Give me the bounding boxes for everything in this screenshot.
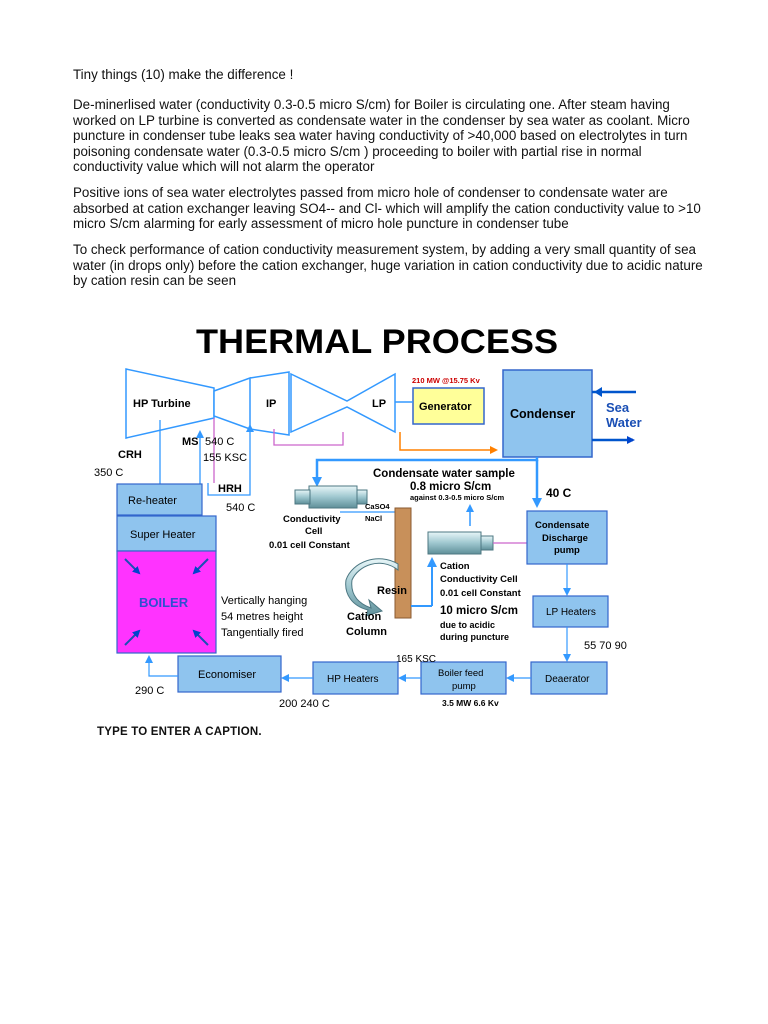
figure-caption[interactable]: TYPE TO ENTER A CAPTION. [97, 726, 262, 738]
ip-turbine-shape [213, 371, 290, 436]
cation-cell-label: Cation [440, 561, 470, 572]
sample-line-1: Condensate water sample [373, 468, 515, 480]
cation-cell-constant: 0.01 cell Constant [440, 588, 522, 599]
boiler-feed-pump-box [420, 661, 507, 695]
superheater-box [116, 515, 217, 552]
cation-conductivity-cell [427, 531, 482, 555]
bfp-rating: 3.5 MW 6.6 Kv [442, 698, 499, 708]
generator-rating: 210 MW @15.75 Kv [412, 376, 481, 385]
crh-label: CRH [118, 449, 142, 461]
cation-reading: 10 micro S/cm [440, 605, 518, 617]
economiser-label: Economiser [198, 669, 256, 681]
reheater-label: Re-heater [128, 495, 177, 507]
condenser-box [502, 369, 593, 458]
conductivity-cell-label-2: Cell [305, 526, 322, 537]
hp-turbine-label: HP Turbine [133, 398, 191, 410]
paragraph-cation-exchanger: Positive ions of sea water electrolytes … [73, 185, 701, 232]
cdp-label: Condensate [535, 520, 589, 531]
paragraph-performance-check: To check performance of cation conductiv… [73, 242, 703, 289]
conductivity-cell [308, 485, 358, 509]
cation-flow-arrow [345, 558, 399, 617]
deaerator-label: Deaerator [545, 674, 590, 685]
conductivity-cell-constant: 0.01 cell Constant [269, 540, 351, 551]
lp-turbine-label: LP [372, 398, 386, 410]
ksc-165-label: 165 KSC [396, 654, 436, 665]
lp-heaters-label: LP Heaters [546, 607, 596, 618]
cdp-label-2: Discharge [542, 533, 588, 544]
lp-heaters-temps: 55 70 90 [584, 640, 627, 652]
ms-label: MS [182, 436, 199, 448]
ms-pressure: 155 KSC [203, 452, 247, 464]
nacl-label: NaCl [365, 514, 382, 523]
crh-temp: 350 C [94, 467, 123, 479]
ms-temp: 540 C [205, 436, 234, 448]
condensate-discharge-pump-box [526, 510, 608, 565]
lp-turbine-shape [290, 372, 396, 434]
sample-line-3: against 0.3-0.5 micro S/cm [410, 493, 505, 502]
cation-reading-note: due to acidic [440, 620, 495, 630]
cation-column-label-2: Column [346, 626, 387, 638]
hrh-temp: 540 C [226, 502, 255, 514]
hp-heaters-label: HP Heaters [327, 674, 379, 685]
deaerator-box [530, 661, 608, 695]
cdp-label-3: pump [554, 545, 580, 556]
hp-heaters-temps: 200 240 C [279, 698, 330, 710]
resin-label: Resin [377, 585, 407, 597]
cation-cell-label-2: Conductivity Cell [440, 574, 518, 585]
superheater-label: Super Heater [130, 529, 196, 541]
intro-line: Tiny things (10) make the difference ! [73, 67, 294, 82]
economiser-temp: 290 C [135, 685, 164, 697]
boiler-note-1: Vertically hanging [221, 595, 307, 607]
boiler-label: BOILER [139, 595, 189, 610]
boiler-note-3: Tangentially fired [221, 627, 304, 639]
sea-water-label: Sea [606, 400, 630, 415]
diagram-title: THERMAL PROCESS [196, 323, 558, 361]
resin-column [394, 507, 412, 619]
lp-heaters-box [532, 595, 609, 628]
paragraph-demineralised-water: De-minerlised water (conductivity 0.3-0.… [73, 97, 690, 175]
cation-reading-note-2: during puncture [440, 632, 509, 642]
generator-label: Generator [419, 401, 472, 413]
thermal-process-diagram: THERMAL PROCESS HP Turbine IP LP 210 MW … [0, 300, 768, 720]
generator-box [412, 387, 485, 425]
condenser-label: Condenser [510, 407, 575, 421]
cation-column-label: Cation [347, 611, 382, 623]
caso4-label: CaSO4 [365, 502, 390, 511]
condenser-out-temp: 40 C [546, 486, 572, 500]
bfp-label: Boiler feed [438, 668, 483, 679]
bfp-label-2: pump [452, 681, 476, 692]
conductivity-cell-label: Conductivity [283, 514, 341, 525]
reheater-box [116, 483, 203, 516]
hp-heaters-box [312, 661, 399, 695]
hrh-label: HRH [218, 483, 242, 495]
economiser-box [177, 655, 282, 693]
sea-water-label-2: Water [606, 415, 642, 430]
sample-line-2: 0.8 micro S/cm [410, 481, 491, 493]
boiler-note-2: 54 metres height [221, 611, 303, 623]
ip-turbine-label: IP [266, 398, 276, 410]
